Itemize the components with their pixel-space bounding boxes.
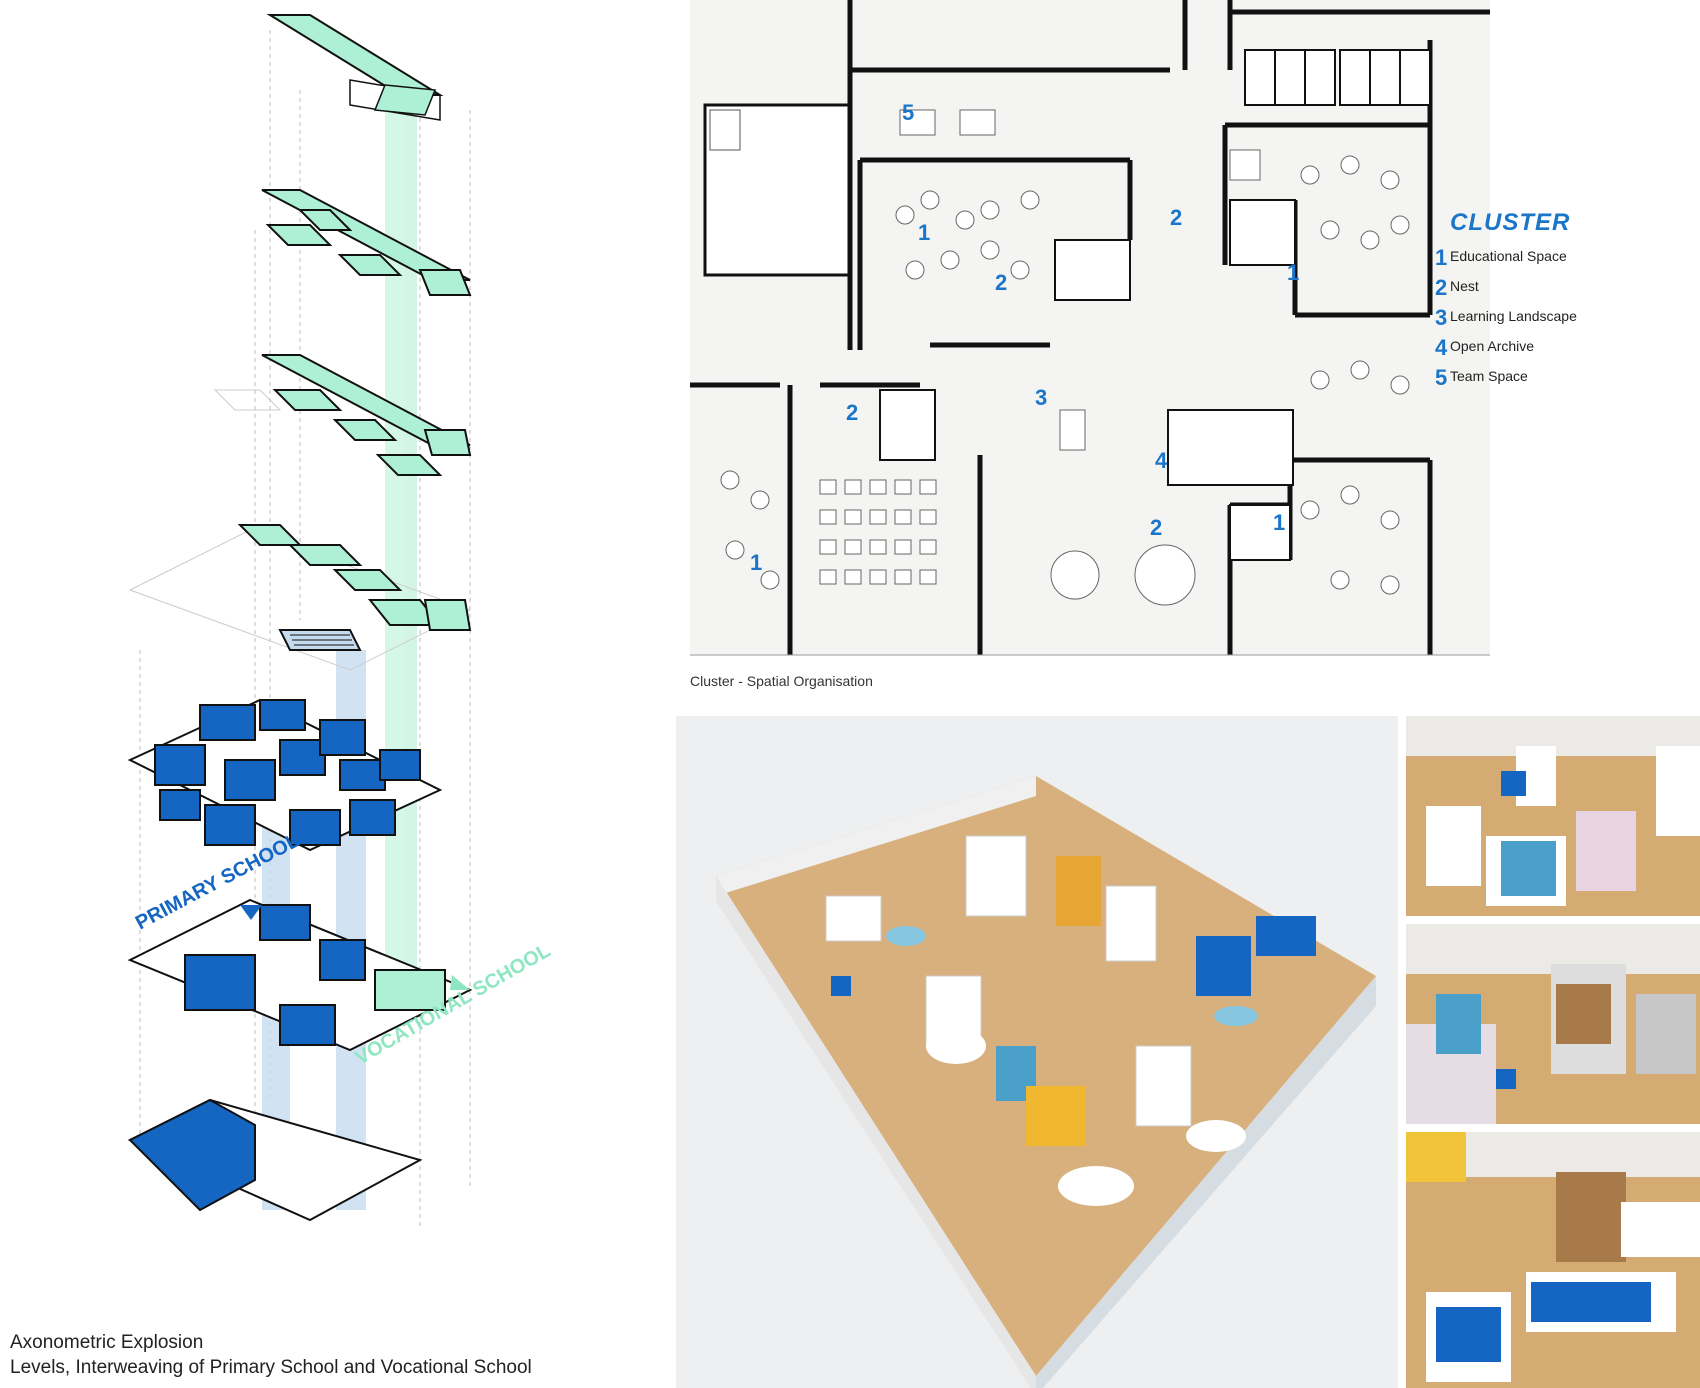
legend-num: 4 [1435,335,1448,360]
toilets [1244,49,1431,106]
level-3 [128,524,472,671]
furniture [720,155,1410,606]
caption-title: Axonometric Explosion [10,1332,204,1353]
model-thumbnail [1406,924,1700,1124]
vocational-shaft [405,100,417,990]
vocational-arrow-icon [450,975,470,990]
stair-void [703,103,852,277]
primary-arrow-icon [240,905,262,920]
nest-rooms [879,199,1296,561]
level-2 [127,698,443,852]
open-archive [1167,409,1294,486]
legend-label: Nest [1450,278,1479,294]
room-label-nest: 2 [995,270,1007,295]
floor-plan-panel: 5 1 2 2 1 2 3 4 2 1 1 CLUSTER 1 Educatio… [690,0,1700,700]
room-label-open-archive: 4 [1155,448,1168,473]
level-4 [213,354,472,476]
legend-num: 2 [1435,275,1447,300]
legend-label: Educational Space [1450,248,1567,264]
plan-caption: Cluster - Spatial Organisation [690,673,873,689]
level-6 [266,14,444,121]
legend-num: 5 [1435,365,1447,390]
legend: CLUSTER 1 Educational Space 2 Nest 3 Lea… [1435,209,1577,390]
model-thumbnail [1406,716,1700,916]
level-ground [127,1098,423,1222]
legend-num: 3 [1435,305,1447,330]
room-label-educational-space: 1 [1273,510,1285,535]
room-label-educational-space: 1 [918,220,930,245]
room-label-nest: 2 [846,400,858,425]
model-thumbnail [1406,1132,1700,1388]
model-illustration [716,776,1376,1388]
model-thumbnails [1406,716,1700,1388]
room-label-nest: 2 [1170,205,1182,230]
walls [690,0,1490,655]
room-label-educational-space: 1 [1287,260,1299,285]
level-5 [261,189,472,296]
axonometric-panel: PRIMARY SCHOOL VOCATIONAL SCHOOL Axonome… [0,0,650,1388]
room-label-educational-space: 1 [750,550,762,575]
classroom-desks [819,109,1261,585]
caption-subtitle: Levels, Interweaving of Primary School a… [10,1357,532,1378]
floor-plan: 5 1 2 2 1 2 3 4 2 1 1 CLUSTER 1 Educatio… [690,0,1577,656]
legend-label: Learning Landscape [1450,308,1577,324]
axonometric-diagram: PRIMARY SCHOOL VOCATIONAL SCHOOL [127,14,554,1230]
legend-title: CLUSTER [1450,209,1570,236]
legend-num: 1 [1435,245,1447,270]
axonometric-caption: Axonometric Explosion Levels, Interweavi… [10,1330,532,1380]
model-photo [676,716,1398,1388]
room-label-team-space: 5 [902,100,914,125]
room-label-learning-landscape: 3 [1035,385,1047,410]
room-label-nest: 2 [1150,515,1162,540]
legend-label: Team Space [1450,368,1528,384]
legend-label: Open Archive [1450,338,1534,354]
level-1 [127,898,473,1052]
vocational-shaft [385,90,405,990]
